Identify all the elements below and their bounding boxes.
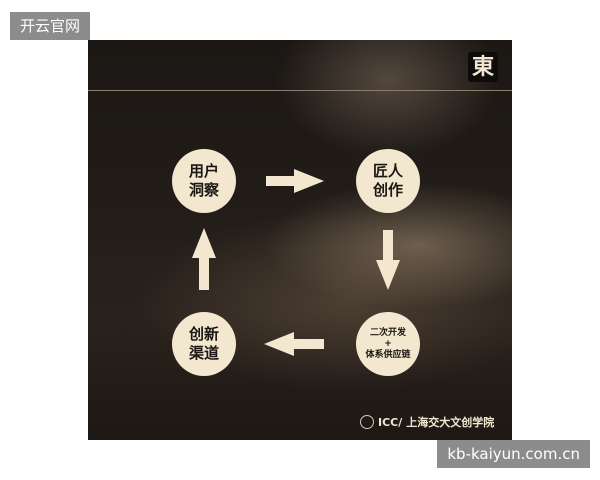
footer-credit: ICC/ 上海交大文创学院	[360, 414, 494, 430]
node-secondary-development: 二次开发 + 体系供应链	[356, 312, 420, 376]
node-label: 洞察	[188, 181, 219, 199]
node-label: +	[384, 338, 392, 349]
footer-name: 上海交大文创学院	[406, 416, 495, 429]
node-label: 用户	[188, 162, 219, 180]
node-innovation-channel: 创新 渠道	[172, 312, 236, 376]
node-label: 创作	[372, 181, 403, 199]
brand-logo: 東	[468, 52, 498, 82]
divider-line	[88, 90, 512, 91]
arrow-right-icon	[266, 169, 324, 193]
node-user-insight: 用户 洞察	[172, 149, 236, 213]
footer-org: ICC/	[378, 415, 403, 429]
arrow-left-icon	[264, 332, 324, 356]
arrow-down-icon	[376, 230, 400, 290]
watermark-top-left: 开云官网	[10, 12, 91, 40]
node-label: 二次开发	[369, 327, 406, 338]
node-label: 匠人	[372, 162, 403, 180]
arrow-up-icon	[192, 228, 216, 290]
cycle-arrows	[192, 169, 400, 356]
node-label: 创新	[188, 325, 219, 343]
node-label: 体系供应链	[365, 349, 411, 360]
node-craftsman-creation: 匠人 创作	[356, 149, 420, 213]
seal-icon	[360, 415, 374, 429]
node-label: 渠道	[188, 344, 219, 362]
cycle-diagram-card: 東 用户 洞察 匠人 创作 二次开发 + 体系供应链	[88, 40, 512, 440]
watermark-bottom-right: kb-kaiyun.com.cn	[437, 440, 590, 468]
